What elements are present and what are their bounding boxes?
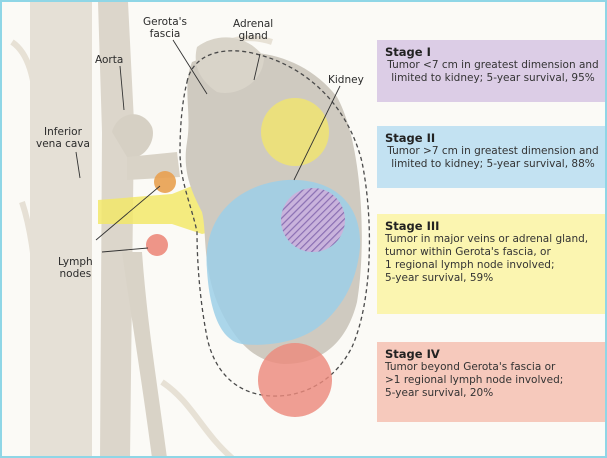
stage-i-box: Stage I Tumor <7 cm in greatest dimensio… [377, 40, 607, 102]
stage-iii-tumor [261, 98, 329, 166]
kidney-label: Kidney [328, 74, 364, 86]
stage-ii-description: Tumor >7 cm in greatest dimension and li… [385, 145, 601, 171]
stage-iv-title: Stage IV [385, 347, 599, 361]
gerotas-fascia-label: Gerota's fascia [143, 16, 187, 40]
stage-iv-tumor [258, 343, 332, 417]
stage-i-description: Tumor <7 cm in greatest dimension and li… [385, 59, 601, 85]
stage-iii-box: Stage III Tumor in major veins or adrena… [377, 214, 607, 314]
adrenal-gland-label: Adrenal gland [233, 18, 273, 42]
aorta-shape [98, 2, 134, 458]
inferior-vena-cava-label: Inferior vena cava [36, 126, 90, 150]
stage-ii-box: Stage II Tumor >7 cm in greatest dimensi… [377, 126, 607, 188]
stage-ii-title: Stage II [385, 131, 601, 145]
stage-iii-description: Tumor in major veins or adrenal gland, t… [385, 233, 599, 285]
lymph-node-lower [146, 234, 168, 256]
stage-iv-description: Tumor beyond Gerota's fascia or >1 regio… [385, 361, 599, 400]
vena-cava-shape [30, 2, 92, 458]
lymph-node-upper [154, 171, 176, 193]
stage-iii-title: Stage III [385, 219, 599, 233]
aorta-label: Aorta [95, 54, 123, 66]
stage-iv-box: Stage IV Tumor beyond Gerota's fascia or… [377, 342, 607, 422]
stage-i-tumor [281, 188, 345, 252]
lymph-nodes-label: Lymph nodes [58, 256, 93, 280]
stage-i-title: Stage I [385, 45, 601, 59]
